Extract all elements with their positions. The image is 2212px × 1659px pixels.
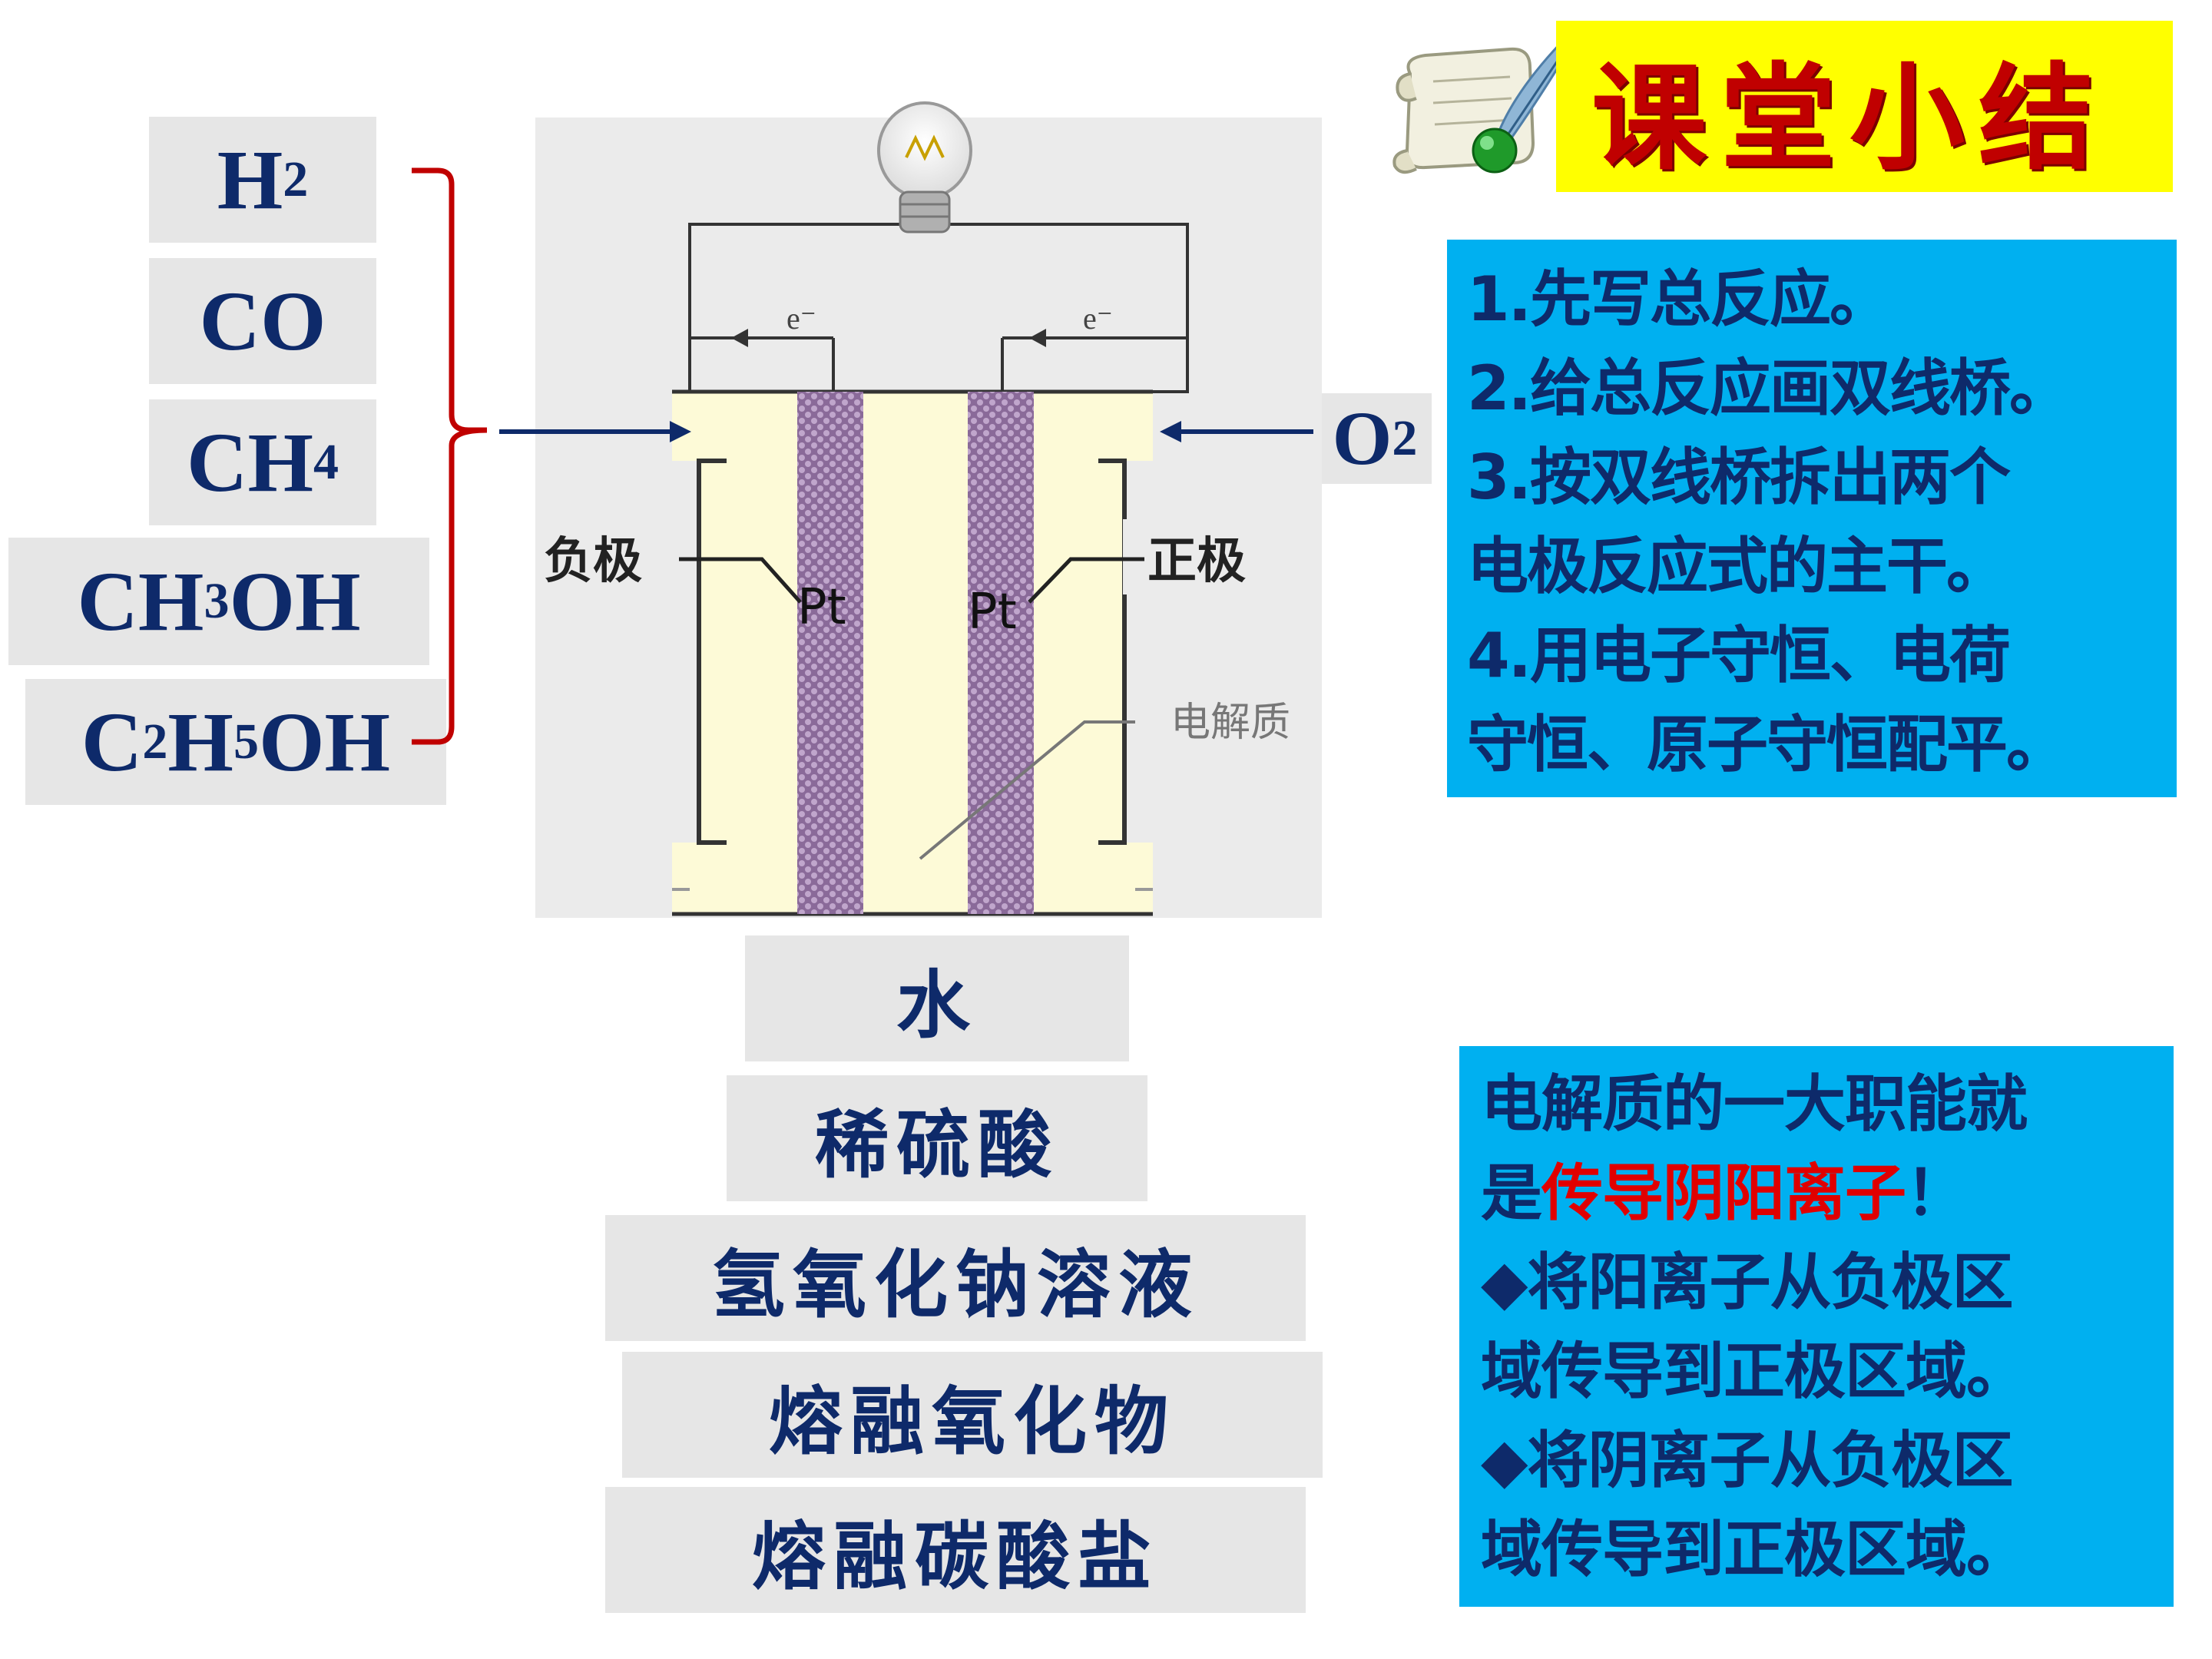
oxidant-o2-base: O xyxy=(1332,396,1392,481)
electron-label-right: e⁻ xyxy=(1083,301,1113,336)
electron-label-left: e⁻ xyxy=(786,301,816,336)
pt-label-anode: Pt xyxy=(797,579,846,636)
fuel-co-base: CO xyxy=(199,274,326,368)
fuel-ch4-base: CH xyxy=(187,416,313,509)
note-line-2-suffix: ！ xyxy=(1906,1157,1967,1229)
scroll-quill-icon xyxy=(1392,38,1575,174)
fuel-co: CO xyxy=(149,258,376,384)
electrolyte-molten-carbonate-text: 熔融碳酸盐 xyxy=(752,1512,1159,1600)
oxygen-inlet-arrow xyxy=(1160,421,1313,442)
step-line-5: 4.用电子守恒、电荷 xyxy=(1467,620,2011,691)
electrolyte-molten-carbonate: 熔融碳酸盐 xyxy=(605,1487,1306,1613)
anode-electrode xyxy=(797,392,863,914)
step-line-1: 1.先写总反应。 xyxy=(1467,263,1891,335)
cell-body xyxy=(672,392,1153,914)
electron-arrow-right xyxy=(1029,329,1089,347)
electrolyte-label: 电解质 xyxy=(1171,700,1290,746)
fuel-c2h5oh-base: C xyxy=(81,695,143,789)
light-bulb-icon xyxy=(877,101,972,233)
note-line-1: 电解质的一大职能就 xyxy=(1481,1068,2028,1140)
title-banner xyxy=(1556,21,2173,192)
step-line-6: 守恒、原子守恒配平。 xyxy=(1467,709,2068,780)
negative-electrode-label: 负极 xyxy=(544,533,642,590)
electrolyte-molten-oxide: 熔融氧化物 xyxy=(622,1352,1323,1478)
pt-label-cathode: Pt xyxy=(968,584,1017,641)
fuel-h2-base: H xyxy=(217,133,283,227)
fuel-c2h5oh-tail2: OH xyxy=(258,695,391,789)
electrolyte-dilute-sulfuric-acid: 稀硫酸 xyxy=(727,1075,1147,1201)
electrolyte-water: 水 xyxy=(745,935,1129,1061)
electron-arrow-left xyxy=(731,329,791,347)
fuel-ch3oh-base: CH xyxy=(77,555,204,648)
note-line-3: ◆将阳离子从负极区 xyxy=(1481,1247,2014,1318)
positive-electrode-label: 正极 xyxy=(1147,533,1246,590)
electrolyte-sodium-hydroxide: 氢氧化钠溶液 xyxy=(605,1215,1306,1341)
note-line-4: 域传导到正极区域。 xyxy=(1481,1336,2028,1407)
fuel-inlet-arrow xyxy=(499,421,691,442)
fuel-ch3oh-tail: OH xyxy=(229,555,361,648)
fuel-c2h5oh-tail: H xyxy=(167,695,233,789)
note-highlight: 传导阴阳离子 xyxy=(1541,1157,1906,1229)
electrolyte-dilute-sulfuric-acid-text: 稀硫酸 xyxy=(815,1101,1059,1188)
step-line-2: 2.给总反应画双线桥。 xyxy=(1467,353,2071,424)
step-line-3: 3.按双线桥拆出两个 xyxy=(1467,442,2011,513)
electrolyte-molten-oxide-text: 熔融氧化物 xyxy=(769,1377,1176,1465)
step-line-4: 电极反应式的主干。 xyxy=(1467,531,2008,602)
electrolyte-water-text: 水 xyxy=(896,961,978,1048)
fuel-group-brace xyxy=(412,167,488,745)
electrolyte-sodium-hydroxide-text: 氢氧化钠溶液 xyxy=(711,1240,1200,1328)
page-title: 课堂小结 xyxy=(1591,50,2108,186)
note-line-5: ◆将阴离子从负极区 xyxy=(1481,1425,2014,1496)
note-line-2-prefix: 是 xyxy=(1481,1157,1542,1229)
cathode-electrode xyxy=(968,392,1034,914)
note-line-2: 是传导阴阳离子！ xyxy=(1481,1149,2174,1238)
note-line-6: 域传导到正极区域。 xyxy=(1481,1514,2028,1585)
summary-steps-panel: 1.先写总反应。 2.给总反应画双线桥。 3.按双线桥拆出两个 电极反应式的主干… xyxy=(1447,240,2177,797)
electrolyte-function-panel: 电解质的一大职能就 是传导阴阳离子！ ◆将阳离子从负极区 域传导到正极区域。 ◆… xyxy=(1459,1046,2174,1607)
